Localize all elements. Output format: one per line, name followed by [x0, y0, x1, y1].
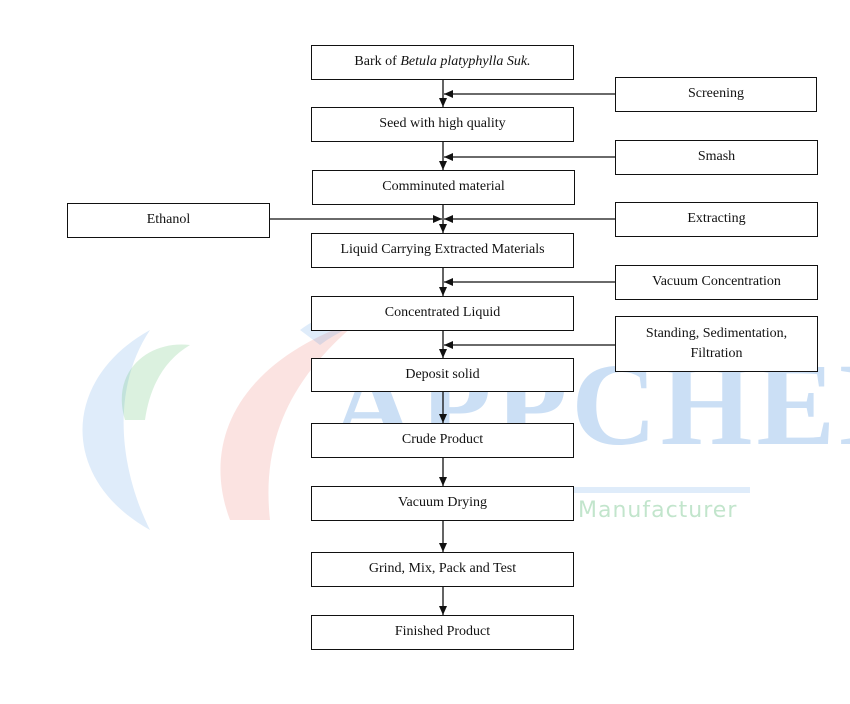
operation-smash: Smash — [615, 140, 818, 175]
step-vacuum-drying: Vacuum Drying — [311, 486, 574, 521]
input-ethanol: Ethanol — [67, 203, 270, 238]
operation-standing-sedimentation-filtration: Standing, Sedimentation, Filtration — [615, 316, 818, 372]
step-seed: Seed with high quality — [311, 107, 574, 142]
operation-screening: Screening — [615, 77, 817, 112]
operation-vacuum-concentration: Vacuum Concentration — [615, 265, 818, 300]
step-liquid-extracted: Liquid Carrying Extracted Materials — [311, 233, 574, 268]
step-bark: Bark of Betula platyphylla Suk. — [311, 45, 574, 80]
step-deposit-solid: Deposit solid — [311, 358, 574, 392]
step-finished-product: Finished Product — [311, 615, 574, 650]
step-bark-species: Betula platyphylla Suk. — [400, 54, 531, 70]
operation-extracting: Extracting — [615, 202, 818, 237]
step-crude-product: Crude Product — [311, 423, 574, 458]
operation-line-1: Standing, Sedimentation, — [645, 325, 788, 341]
watermark-tagline: Manufacturer — [578, 498, 738, 523]
step-bark-prefix: Bark of — [354, 54, 401, 70]
step-comminuted-material: Comminuted material — [312, 170, 575, 205]
step-grind-mix-pack-test: Grind, Mix, Pack and Test — [311, 552, 574, 587]
step-concentrated-liquid: Concentrated Liquid — [311, 296, 574, 331]
operation-line-2: Filtration — [690, 346, 743, 361]
